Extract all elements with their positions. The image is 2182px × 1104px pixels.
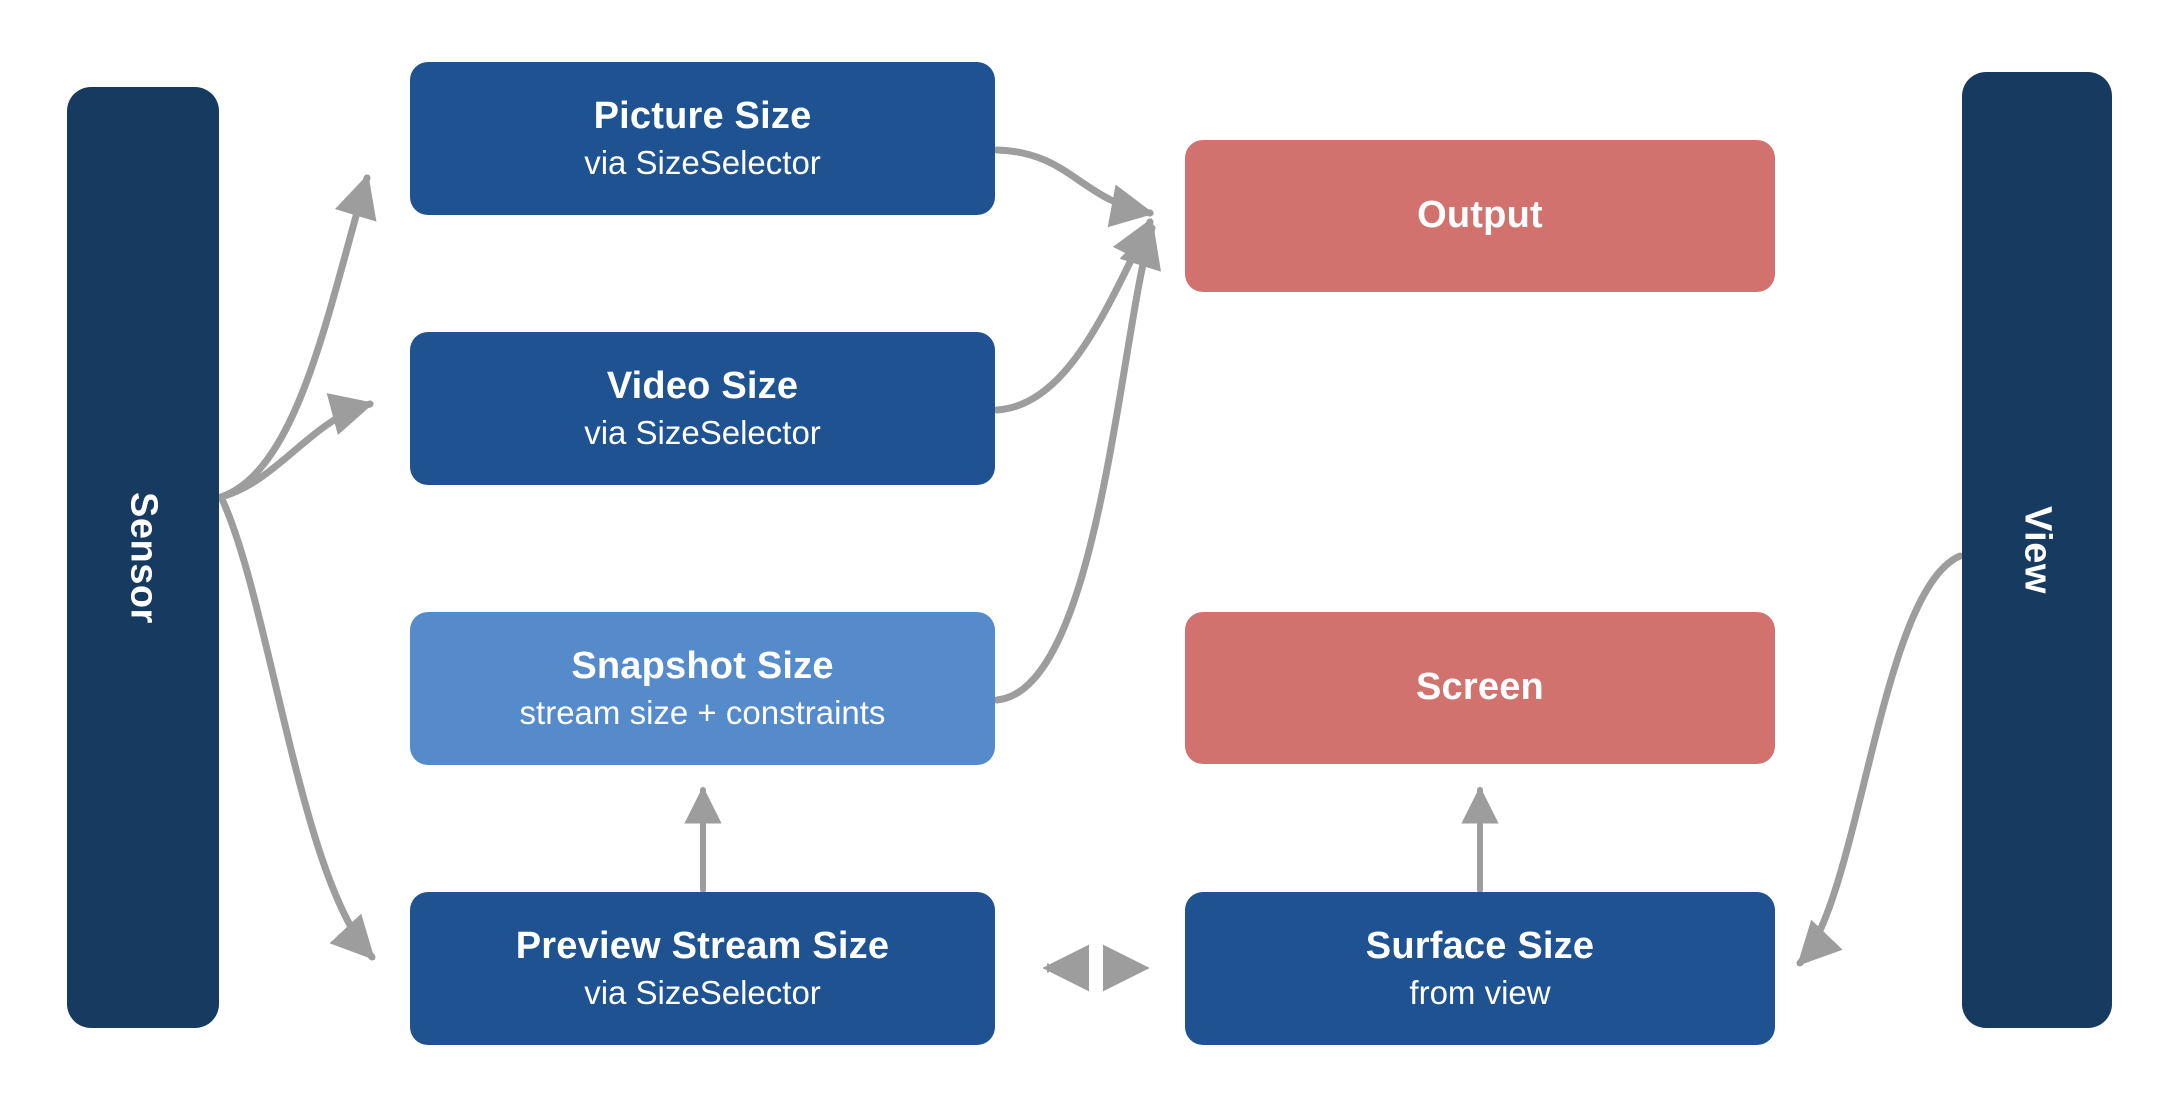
node-surface-size-subtitle: from view xyxy=(1409,974,1551,1012)
lane-sensor[interactable]: Sensor xyxy=(67,87,219,1028)
edge-sensor-to-video xyxy=(217,393,375,501)
node-output-title: Output xyxy=(1417,194,1543,237)
lane-view-label: View xyxy=(2016,506,2059,594)
node-snapshot-size[interactable]: Snapshot Size stream size + constraints xyxy=(410,612,995,765)
node-screen-title: Screen xyxy=(1416,666,1544,709)
node-picture-size-subtitle: via SizeSelector xyxy=(584,144,821,182)
lane-sensor-label: Sensor xyxy=(122,491,165,624)
edge-sensor-to-picture xyxy=(217,173,377,501)
edge-picture-to-output xyxy=(993,146,1155,228)
node-video-size-subtitle: via SizeSelector xyxy=(584,414,821,452)
node-output[interactable]: Output xyxy=(1185,140,1775,292)
node-preview-stream-size-subtitle: via SizeSelector xyxy=(584,974,821,1012)
edge-snapshot-to-output xyxy=(993,223,1162,704)
node-screen[interactable]: Screen xyxy=(1185,612,1775,764)
node-video-size-title: Video Size xyxy=(606,364,799,407)
node-picture-size[interactable]: Picture Size via SizeSelector xyxy=(410,62,995,215)
lane-view[interactable]: View xyxy=(1962,72,2112,1028)
node-video-size[interactable]: Video Size via SizeSelector xyxy=(410,332,995,485)
edge-view-to-surface xyxy=(1796,552,1964,967)
edge-video-to-output xyxy=(993,218,1154,414)
edge-sensor-to-preview xyxy=(217,493,376,961)
node-snapshot-size-title: Snapshot Size xyxy=(571,644,834,687)
node-surface-size[interactable]: Surface Size from view xyxy=(1185,892,1775,1045)
node-snapshot-size-subtitle: stream size + constraints xyxy=(519,694,886,732)
node-surface-size-title: Surface Size xyxy=(1365,924,1595,967)
node-preview-stream-size[interactable]: Preview Stream Size via SizeSelector xyxy=(410,892,995,1045)
node-picture-size-title: Picture Size xyxy=(593,94,812,137)
node-preview-stream-size-title: Preview Stream Size xyxy=(515,924,890,967)
